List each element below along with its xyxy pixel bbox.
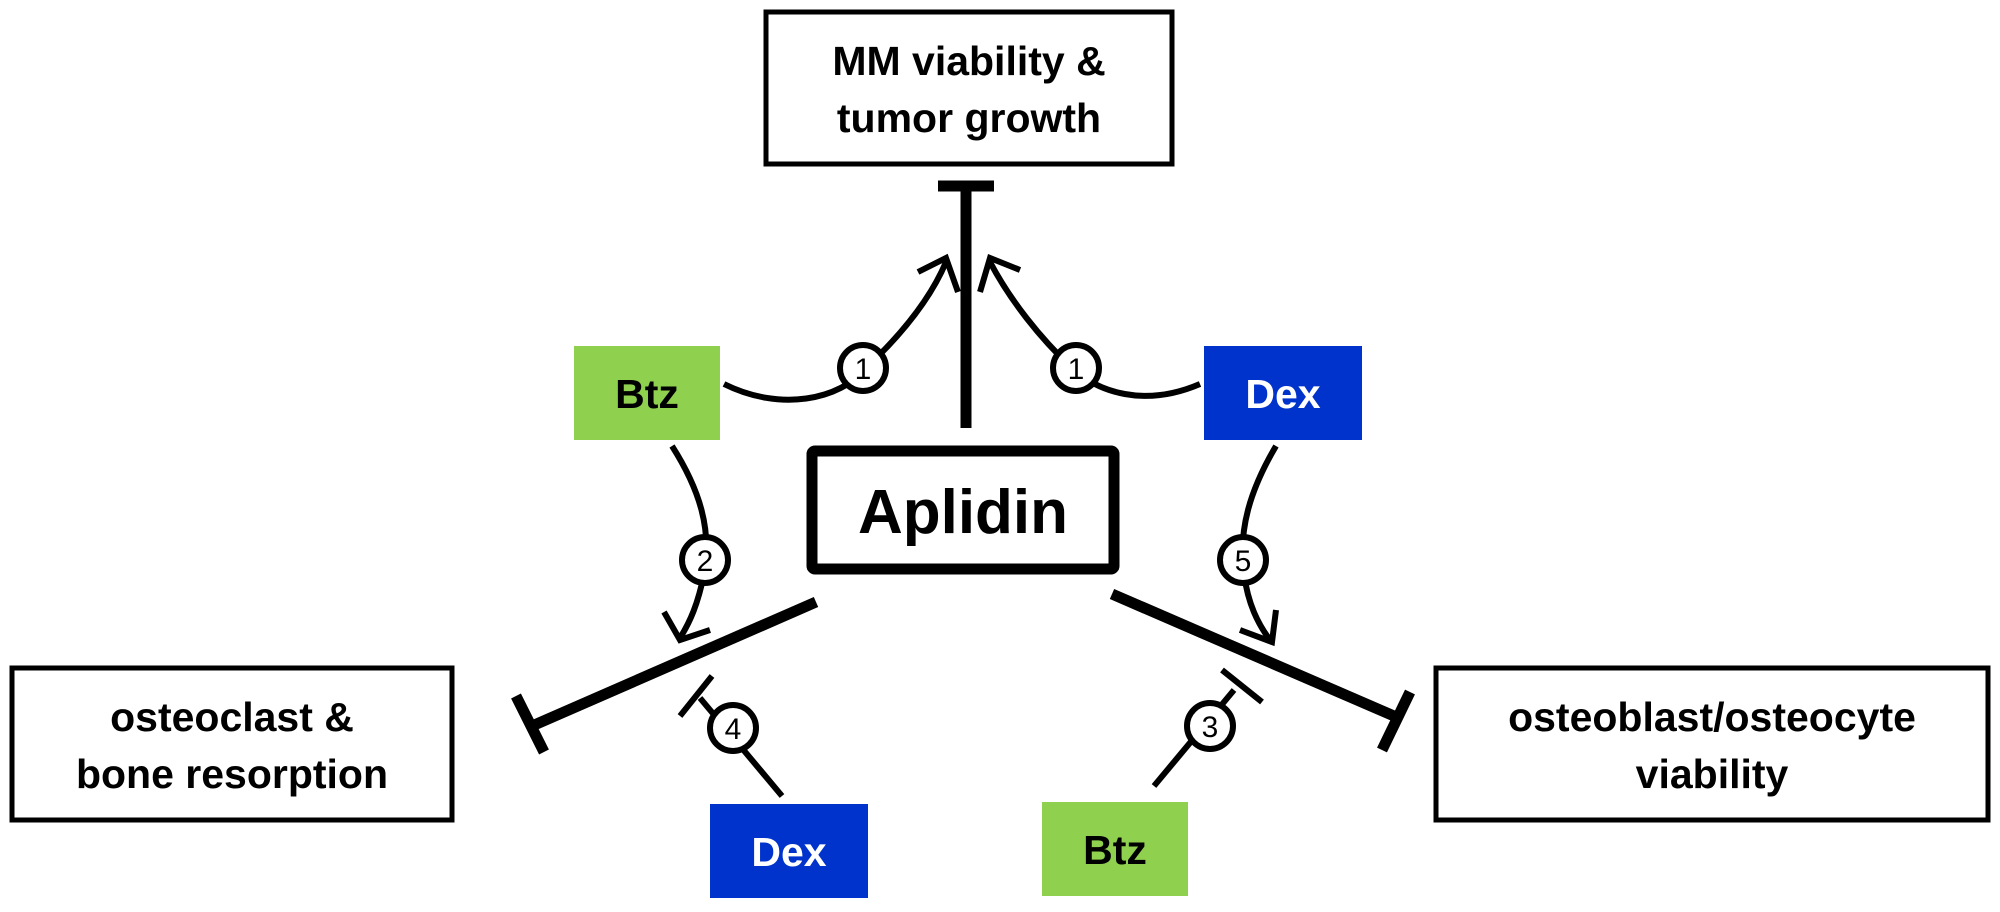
marker-4: 4 [707,702,759,754]
btz-left-label: Btz [615,371,679,417]
btz-bottom-label: Btz [1083,827,1147,873]
dex-right-label: Dex [1245,371,1320,417]
mm-viability-label-line1: MM viability & [832,38,1105,84]
marker-5: 5 [1217,534,1269,586]
marker-1-right: 1 [1050,342,1102,394]
aplidin-inhibits-osteoclast [511,596,819,755]
aplidin-label: Aplidin [858,478,1068,547]
aplidin-inhibits-mm [938,180,994,428]
marker-4-label: 4 [725,713,742,746]
btz-left-box: Btz [574,346,720,440]
mm-viability-label-line2: tumor growth [837,95,1101,141]
aplidin-inhibits-osteoblast [1109,588,1415,753]
osteoclast-label-line1: osteoclast & [110,694,354,740]
marker-1-left-label: 1 [855,353,872,386]
marker-3-label: 3 [1202,711,1219,744]
dex-bottom-label: Dex [751,829,826,875]
marker-3: 3 [1184,700,1236,752]
marker-1-right-label: 1 [1068,353,1085,386]
btz-bottom-box: Btz [1042,802,1188,896]
osteoblast-label-line1: osteoblast/osteocyte [1508,694,1916,740]
mm-viability-box: MM viability & tumor growth [763,9,1175,167]
marker-2-label: 2 [697,545,714,578]
osteoblast-box: osteoblast/osteocyte viability [1433,665,1991,823]
dex-bottom-box: Dex [710,804,868,898]
osteoclast-label-line2: bone resorption [76,751,388,797]
osteoclast-box: osteoclast & bone resorption [9,665,455,823]
dex-right-box: Dex [1204,346,1362,440]
marker-1-left: 1 [837,342,889,394]
aplidin-box: Aplidin [806,445,1120,575]
marker-2: 2 [679,534,731,586]
marker-5-label: 5 [1235,545,1252,578]
osteoblast-label-line2: viability [1636,751,1789,797]
